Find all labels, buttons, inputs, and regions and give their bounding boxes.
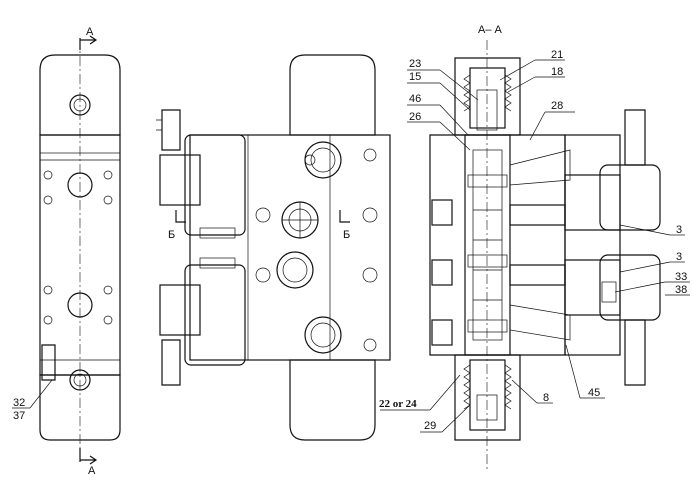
callout-23: 23: [409, 58, 421, 70]
callout-3-lower: 3: [676, 251, 682, 263]
callout-22-or-24: 22 or 24: [379, 398, 417, 410]
section-mark-a-bottom: А: [88, 465, 96, 477]
section-view: А– А: [379, 24, 690, 470]
side-view: А А 32 37: [12, 26, 121, 477]
callout-3-upper: 3: [676, 224, 682, 236]
callout-45: 45: [588, 387, 600, 399]
callout-32: 32: [13, 397, 25, 409]
section-mark-a-top: А: [86, 26, 94, 38]
front-view: Б Б: [156, 54, 391, 441]
callout-37: 37: [13, 410, 25, 422]
section-mark-b-left: Б: [168, 229, 175, 241]
callout-8: 8: [543, 392, 549, 404]
callout-21: 21: [551, 49, 563, 61]
callout-29: 29: [424, 420, 436, 432]
callout-26: 26: [409, 111, 421, 123]
callout-38: 38: [675, 284, 687, 296]
callout-33: 33: [675, 271, 687, 283]
section-mark-b-right: Б: [343, 229, 350, 241]
callout-15: 15: [409, 71, 421, 83]
callout-18: 18: [551, 66, 563, 78]
callout-46: 46: [409, 93, 421, 105]
callout-28: 28: [551, 100, 563, 112]
section-title: А– А: [478, 24, 503, 36]
